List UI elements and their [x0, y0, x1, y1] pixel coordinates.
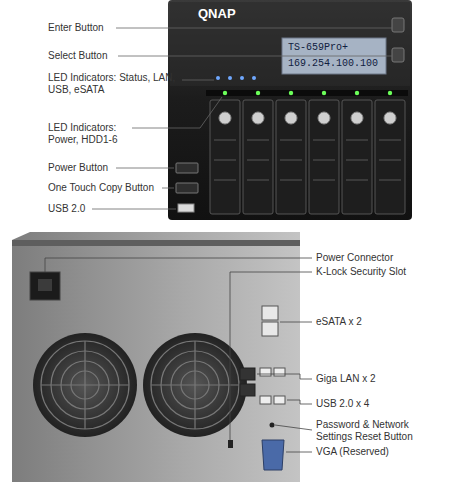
callout-label: One Touch Copy Button: [48, 182, 172, 194]
callout-label: Enter Button: [48, 22, 168, 34]
lcd-text: TS-659Pro+: [288, 42, 384, 54]
callout-label: VGA (Reserved): [316, 446, 446, 458]
callout-label: Password & Network Settings Reset Button: [316, 419, 446, 443]
front-view: [168, 0, 412, 220]
callout-label: Power Connector: [316, 252, 446, 264]
lcd-text: 169.254.100.100: [288, 58, 384, 70]
callout-label: LED Indicators: Power, HDD1-6: [48, 122, 148, 146]
callout-label: eSATA x 2: [316, 316, 446, 328]
leader-lines: [45, 258, 312, 452]
leader-lines: [92, 28, 392, 209]
callout-label: K-Lock Security Slot: [316, 266, 446, 278]
callout-label: Power Button: [48, 162, 168, 174]
callout-label: LED Indicators: Status, LAN, USB, eSATA: [48, 72, 180, 96]
callout-label: USB 2.0: [48, 203, 168, 215]
back-view: [12, 232, 300, 482]
callout-label: Giga LAN x 2: [316, 373, 446, 385]
callout-label: USB 2.0 x 4: [316, 398, 446, 410]
callout-label: Select Button: [48, 50, 168, 62]
brand-logo: QNAP: [198, 6, 278, 21]
